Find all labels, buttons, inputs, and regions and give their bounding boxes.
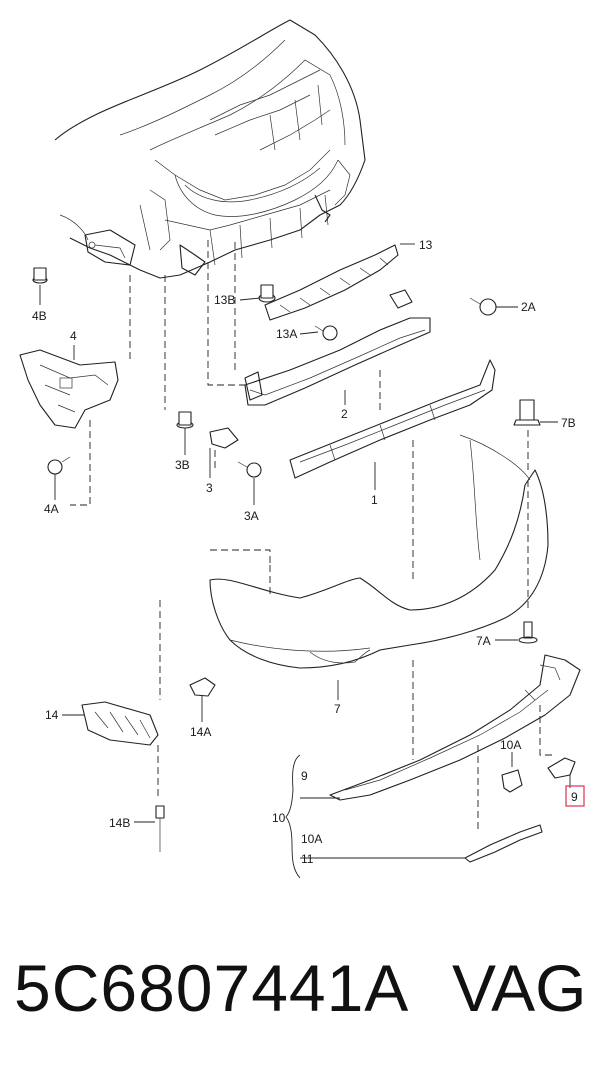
fastener-2A xyxy=(469,297,497,316)
callout-10A: 10A xyxy=(301,832,322,846)
callout-10: 10 xyxy=(272,811,286,825)
fastener-3A xyxy=(237,461,262,478)
callout-labels: 13 13B 13A 2A 4B 4 2 7B 3B 3 3A 1 4A 7A … xyxy=(32,238,578,866)
highlight-box-9 xyxy=(565,785,585,807)
part-9-lower-trim xyxy=(329,654,581,801)
callout-4A: 4A xyxy=(44,502,59,516)
assembly-lines xyxy=(70,240,555,832)
callout-9: 9 xyxy=(301,769,308,783)
part-4-side-guide xyxy=(19,349,119,429)
fastener-3B xyxy=(176,411,194,429)
part-13-bracket xyxy=(264,244,399,321)
brand-text: VAG xyxy=(452,951,587,1025)
fastener-13B xyxy=(258,284,276,303)
part-1-absorber xyxy=(289,359,496,479)
callout-14: 14 xyxy=(45,708,59,722)
fastener-13A xyxy=(314,325,338,341)
callout-2: 2 xyxy=(341,407,348,421)
callout-14B: 14B xyxy=(109,816,130,830)
callout-4B: 4B xyxy=(32,309,47,323)
callout-7: 7 xyxy=(334,702,341,716)
callout-4: 4 xyxy=(70,329,77,343)
callout-7A: 7A xyxy=(476,634,491,648)
fastener-4B xyxy=(32,267,48,284)
part-7-bumper-cover xyxy=(209,434,549,669)
callout-13B: 13B xyxy=(214,293,235,307)
callout-9-box: 9 xyxy=(571,790,578,804)
callout-14A: 14A xyxy=(190,725,211,739)
part-number-text: 5C6807441A xyxy=(14,951,410,1025)
part-11-strip xyxy=(464,824,543,863)
callout-3A: 3A xyxy=(244,509,259,523)
fastener-4A xyxy=(47,456,71,475)
callout-3: 3 xyxy=(206,481,213,495)
small-parts xyxy=(189,399,576,793)
callout-2A: 2A xyxy=(521,300,536,314)
footer: 5C6807441A VAG xyxy=(0,950,600,1060)
fasteners xyxy=(32,267,497,852)
part-2-carrier xyxy=(244,289,431,406)
callout-3B: 3B xyxy=(175,458,190,472)
car-body-rear xyxy=(54,19,366,279)
callout-7B: 7B xyxy=(561,416,576,430)
callout-13A: 13A xyxy=(276,327,297,341)
callout-10A-top: 10A xyxy=(500,738,521,752)
fastener-14B xyxy=(155,805,165,852)
callout-13: 13 xyxy=(419,238,433,252)
leader-lines xyxy=(39,243,571,879)
part-14-reflector xyxy=(81,701,159,746)
callout-1: 1 xyxy=(371,493,378,507)
callout-11: 11 xyxy=(301,852,314,866)
